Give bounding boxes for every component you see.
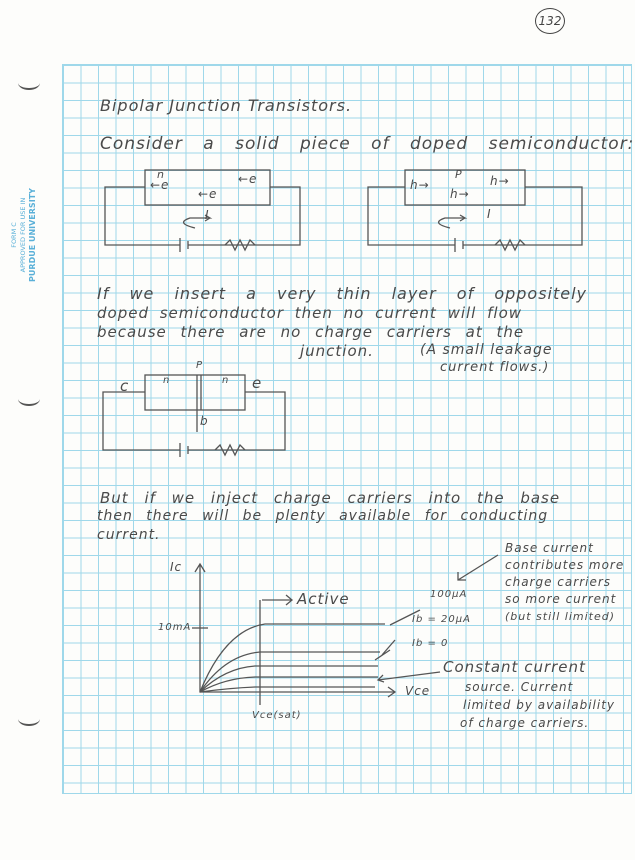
hole-carrier: h→ (450, 187, 470, 201)
y-tick-label: 10mA (158, 622, 192, 633)
x-tick-label: Vce(sat) (252, 710, 302, 721)
punch-hole (18, 712, 40, 726)
punch-hole (18, 392, 40, 406)
punch-hole (18, 76, 40, 90)
paragraph-line: doped semiconductor then no current will… (97, 304, 523, 322)
note-line: Base current (505, 541, 594, 555)
note-line: so more current (505, 592, 617, 606)
current-label: I (487, 207, 492, 221)
electron-carrier: ←e (150, 178, 170, 192)
active-region-label: Active (297, 590, 350, 608)
note-line: limited by availability (463, 698, 615, 712)
note-line: charge carriers (505, 575, 612, 589)
curve-label: Ib = 20µA (412, 614, 471, 625)
hole-carrier: h→ (490, 174, 510, 188)
n-layer-label: n (163, 375, 171, 386)
x-axis-label: Vce (405, 684, 431, 698)
collector-label: c (120, 377, 130, 395)
note-line: Constant current (443, 658, 586, 676)
paragraph-line: junction. (300, 342, 374, 360)
graph-paper-grid (62, 64, 632, 794)
note-line: (but still limited) (505, 610, 616, 623)
emitter-label: e (252, 374, 263, 392)
curve-label: 100µA (430, 589, 468, 600)
title: Bipolar Junction Transistors. (100, 96, 353, 115)
page-number: 132 (535, 8, 565, 34)
base-label: b (200, 414, 209, 428)
note-line: current flows.) (440, 360, 550, 375)
electron-carrier: ←e (198, 187, 218, 201)
n-label: n (157, 168, 165, 181)
curve-label: Ib = 0 (412, 638, 449, 649)
current-label: I (205, 208, 210, 222)
note-line: source. Current (465, 680, 574, 694)
paragraph-line: then there will be plenty available for … (97, 508, 549, 524)
paragraph-line: But if we inject charge carriers into th… (100, 489, 561, 507)
paragraph-line: If we insert a very thin layer of opposi… (97, 284, 588, 303)
base-current-note: Base current contributes more charge car… (505, 540, 624, 625)
hole-carrier: h→ (410, 178, 430, 192)
y-axis-label: Ic (170, 560, 183, 574)
paragraph-line: current. (97, 527, 161, 543)
note-line: contributes more (505, 558, 625, 572)
note-line: of charge carriers. (460, 716, 590, 730)
n-layer-label: n (222, 375, 230, 386)
p-label: P (455, 168, 463, 181)
note-line: (A small leakage (420, 342, 553, 358)
p-layer-label: P (196, 360, 204, 371)
paragraph-line: because there are no charge carriers at … (97, 323, 525, 341)
electron-carrier: ←e (238, 172, 258, 186)
intro-text: Consider a solid piece of doped semicond… (100, 134, 635, 154)
